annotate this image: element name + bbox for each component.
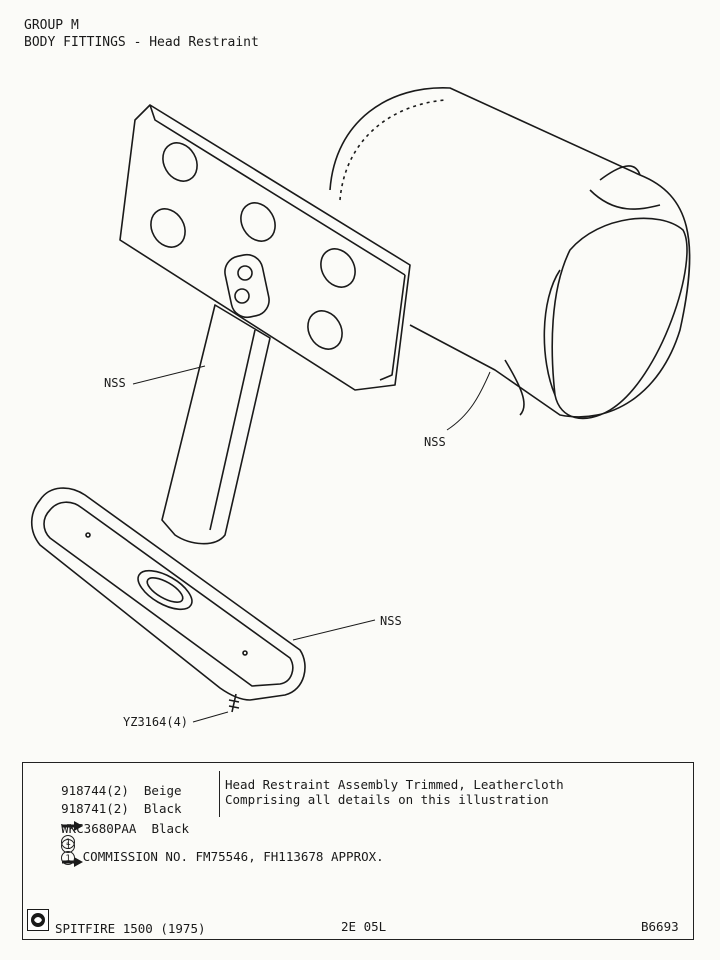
parts-table: 918744(2) Beige 918741(2) Black 1 WKC368… [22, 762, 694, 940]
part-row: 918744(2) Beige [31, 767, 182, 815]
screw [228, 693, 240, 713]
part-number: 918741(2) [61, 801, 129, 816]
arrow-right-icon [62, 820, 84, 831]
stem [161, 304, 271, 545]
part-colour: Beige [143, 783, 182, 798]
section-title: BODY FITTINGS - Head Restraint [24, 35, 259, 50]
part-number: WKC3680PAA [61, 821, 137, 836]
british-leyland-logo-icon [27, 909, 49, 931]
head-restraint-illustration [30, 87, 691, 723]
callout-screw: YZ3164(4) [123, 715, 189, 729]
base-plate [30, 487, 306, 701]
note-marker: 1 [61, 850, 76, 865]
commission-note-text: COMMISSION NO. FM75546, FH113678 APPROX. [82, 849, 384, 864]
footer-ref: B6693 [641, 919, 679, 934]
description-line-2: Comprising all details on this illustrat… [225, 792, 549, 807]
footer-model: SPITFIRE 1500 (1975) [55, 921, 206, 936]
frame-plate [119, 104, 411, 391]
cushion-outline [329, 87, 691, 418]
part-number: 918744(2) [61, 783, 129, 798]
cushion-end-face [551, 217, 688, 420]
part-row: 918741(2) Black 1 [31, 785, 182, 865]
footer-page: 2E 05L [341, 919, 387, 934]
commission-note: 1 COMMISSION NO. FM75546, FH113678 APPRO… [31, 833, 384, 881]
description-line-1: Head Restraint Assembly Trimmed, Leather… [225, 777, 564, 792]
callout-nss-cushion: NSS [424, 435, 446, 449]
callout-nss-base: NSS [380, 614, 402, 628]
part-colour: Black [151, 821, 190, 836]
part-colour: Black [143, 801, 182, 816]
callout-nss-stem: NSS [104, 376, 126, 390]
group-title: GROUP M [24, 18, 79, 33]
column-divider [219, 771, 220, 817]
